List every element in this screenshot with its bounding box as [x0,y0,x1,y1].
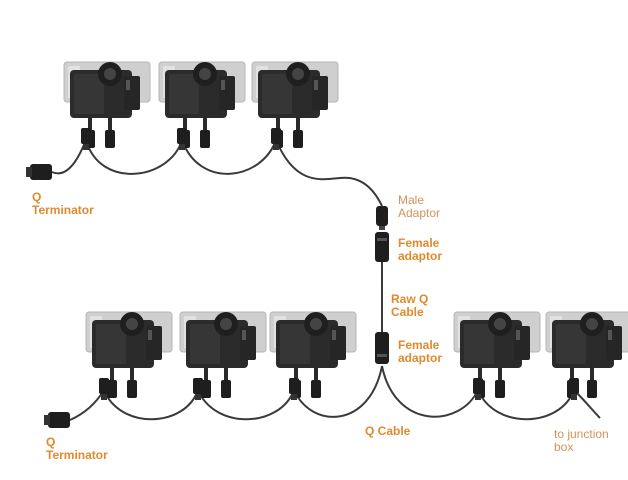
bottom-microinverter-2 [179,311,267,399]
male-adaptor-line2: Adaptor [398,206,441,220]
female-adaptor-bottom-line2: adaptor [398,351,443,365]
q-terminator-bottom-line1: Q [46,435,56,449]
to-junction-box-line1: to junction [554,427,609,441]
female-adaptor-top-label: Female adaptor [398,237,442,263]
q-terminator-bottom-line2: Terminator [46,448,108,462]
raw-q-cable-line2: Cable [391,305,424,319]
q-terminator-top-label: Q Terminator [32,191,94,217]
q-terminator-bottom-label: Q Terminator [46,436,108,462]
male-connector-icon [376,206,388,230]
to-junction-box-label: to junction box [554,428,609,454]
bottom-microinverter-3 [269,311,357,399]
bottom-microinverter-5 [545,311,628,399]
raw-q-cable-label: Raw Q Cable [391,293,428,319]
terminator-cap-icon [44,412,70,428]
top-microinverter-3 [251,61,339,149]
top-microinverter-2 [158,61,246,149]
female-adaptor-top-line2: adaptor [398,249,443,263]
female-connector-icon [375,332,389,364]
raw-q-cable-line1: Raw Q [391,292,429,306]
q-terminator-top-line2: Terminator [32,203,94,217]
female-connector-icon [375,232,389,262]
male-adaptor-label: Male Adaptor [398,194,440,220]
terminator-cap-icon [26,164,52,180]
bottom-row-cable [69,365,601,421]
female-adaptor-top-line1: Female [398,236,440,250]
q-cable-label: Q Cable [365,424,411,438]
female-adaptor-bottom-label: Female adaptor [398,339,442,365]
female-adaptor-bottom-line1: Female [398,338,440,352]
bottom-microinverter-4 [453,311,541,399]
top-row-cable [51,139,383,207]
top-microinverter-1 [63,61,151,149]
bottom-microinverter-1 [85,311,173,399]
male-adaptor-line1: Male [398,193,425,207]
q-terminator-top-line1: Q [32,190,42,204]
to-junction-box-line2: box [554,440,574,454]
